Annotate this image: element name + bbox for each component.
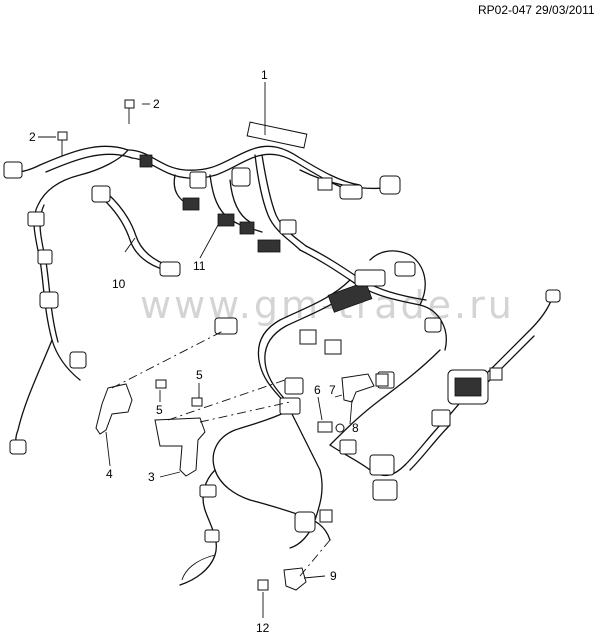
connector bbox=[204, 529, 220, 543]
callout-6: 6 bbox=[314, 383, 321, 397]
bracket-part-7-8 bbox=[341, 373, 389, 403]
connector bbox=[159, 261, 181, 277]
terminal-block-cover bbox=[454, 377, 482, 397]
connector bbox=[239, 221, 255, 235]
fuse-box bbox=[327, 281, 373, 313]
connector bbox=[217, 213, 235, 227]
drawing-reference: RP02-047 29/03/2011 bbox=[478, 3, 595, 17]
stud-part-6 bbox=[317, 421, 345, 433]
clip bbox=[375, 373, 389, 387]
harness-part-10 bbox=[91, 185, 181, 277]
bracket-part-4 bbox=[95, 383, 133, 435]
callout-8: 8 bbox=[352, 421, 359, 435]
connector bbox=[189, 171, 207, 189]
connector bbox=[214, 317, 238, 335]
connector bbox=[354, 269, 386, 287]
connector bbox=[279, 219, 297, 235]
connector bbox=[257, 239, 281, 253]
fuse-rail-bracket bbox=[246, 121, 308, 149]
connector bbox=[69, 351, 87, 369]
callout-11: 11 bbox=[193, 259, 206, 273]
callout-3: 3 bbox=[148, 470, 155, 484]
connector bbox=[139, 154, 153, 168]
bracket-part-3 bbox=[154, 417, 206, 477]
connector bbox=[9, 439, 27, 455]
callout-4: 4 bbox=[106, 467, 113, 481]
bolt-part-12 bbox=[257, 579, 269, 591]
connector bbox=[299, 329, 317, 345]
stud bbox=[317, 421, 333, 433]
callout-5: 5 bbox=[196, 368, 203, 382]
connector bbox=[394, 261, 416, 277]
connector bbox=[489, 367, 503, 381]
bolt-part-2 bbox=[57, 99, 135, 156]
connector bbox=[91, 185, 111, 203]
callout-2: 2 bbox=[153, 97, 160, 111]
watermark: www.gm-trade.ru bbox=[140, 283, 515, 327]
main-harness-lower bbox=[179, 245, 447, 586]
callout-10: 10 bbox=[112, 277, 126, 291]
bolt-head bbox=[57, 131, 68, 141]
bolt-head bbox=[191, 397, 203, 407]
connector bbox=[284, 377, 304, 395]
connector bbox=[369, 454, 395, 476]
callout-labels: 1 2 2 3 4 5 5 6 7 8 9 10 11 12 bbox=[29, 68, 359, 635]
alignment-lines bbox=[111, 329, 331, 577]
callout-7: 7 bbox=[329, 383, 336, 397]
connector bbox=[339, 439, 357, 455]
left-harness-branch bbox=[3, 145, 153, 455]
connector bbox=[431, 409, 451, 427]
connector bbox=[545, 289, 561, 303]
connector bbox=[231, 167, 251, 187]
connector bbox=[279, 397, 301, 415]
callout-2: 2 bbox=[29, 130, 36, 144]
bolt-head bbox=[124, 99, 135, 109]
connector bbox=[27, 211, 45, 227]
leader-lines bbox=[38, 82, 353, 618]
connector bbox=[37, 249, 53, 265]
callout-1: 1 bbox=[261, 68, 268, 82]
connector bbox=[317, 177, 333, 191]
connector bbox=[319, 509, 333, 523]
bracket-part-9 bbox=[283, 567, 307, 591]
connector bbox=[182, 197, 200, 211]
main-harness-upper bbox=[127, 121, 401, 253]
connector bbox=[339, 184, 363, 200]
nut bbox=[335, 423, 345, 433]
connector bbox=[294, 511, 316, 533]
callout-5: 5 bbox=[156, 403, 163, 417]
bolt-part-5 bbox=[155, 379, 203, 407]
callout-12: 12 bbox=[256, 621, 270, 635]
connector bbox=[3, 161, 23, 179]
connector bbox=[372, 479, 398, 501]
connector bbox=[379, 175, 401, 195]
right-harness-branch bbox=[404, 289, 561, 471]
callout-9: 9 bbox=[330, 569, 337, 583]
connector bbox=[324, 339, 342, 355]
bolt-head bbox=[155, 379, 167, 389]
bolt-head bbox=[257, 579, 269, 591]
connector bbox=[199, 484, 217, 498]
connector bbox=[424, 317, 442, 333]
connector bbox=[39, 291, 59, 309]
